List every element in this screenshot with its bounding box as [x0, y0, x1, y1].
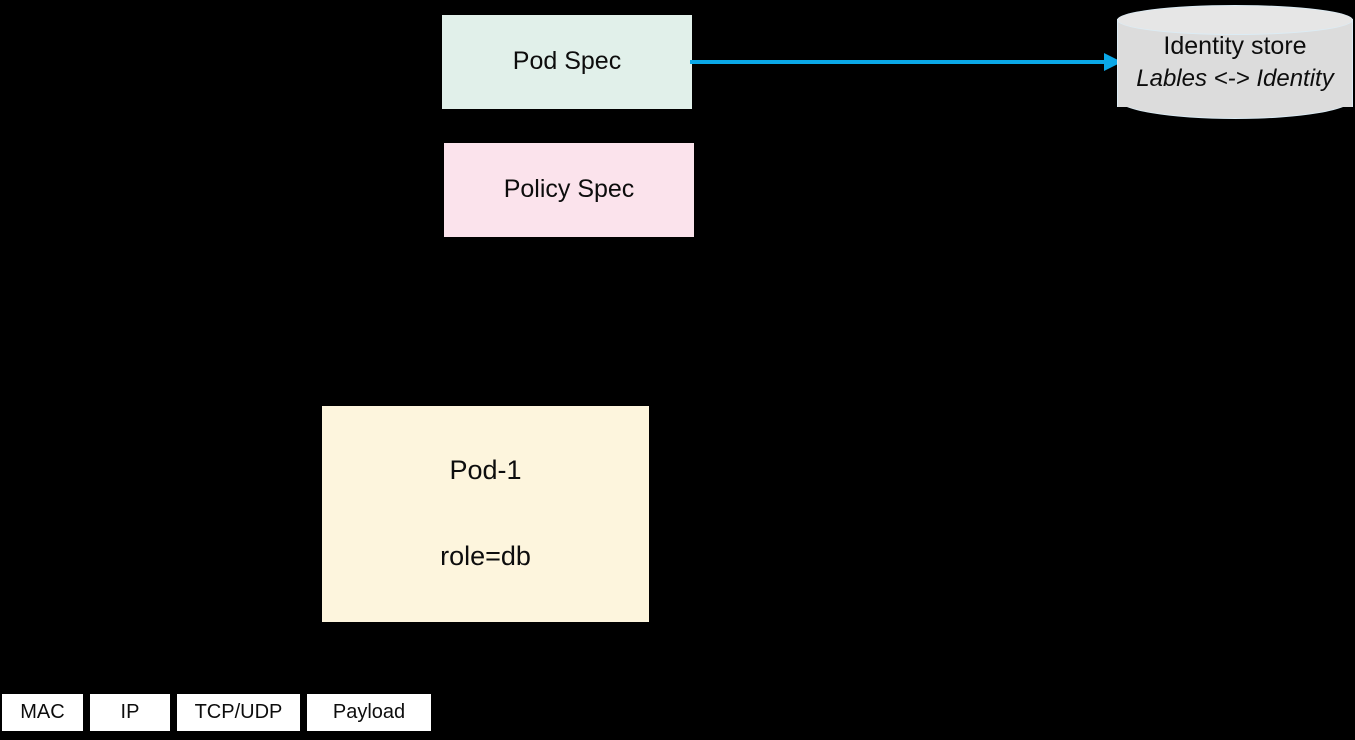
- node-pod-1-title: Pod-1: [449, 455, 522, 486]
- node-pod-spec[interactable]: Pod Spec: [442, 15, 692, 109]
- node-pod-1[interactable]: Pod-1 role=db: [322, 406, 649, 622]
- node-identity-store[interactable]: Identity store Lables <-> Identity: [1117, 5, 1353, 121]
- packet-cell-tcp-udp[interactable]: TCP/UDP: [175, 692, 302, 733]
- arrow-pod-spec-to-identity-store: [690, 48, 1122, 76]
- cylinder-top-ellipse: [1117, 5, 1353, 35]
- packet-cell-payload[interactable]: Payload: [305, 692, 433, 733]
- packet-structure-bar: MAC IP TCP/UDP Payload: [0, 692, 433, 733]
- node-identity-store-title: Identity store: [1163, 32, 1307, 60]
- node-policy-spec-label: Policy Spec: [503, 175, 635, 204]
- node-identity-store-text: Identity store Lables <-> Identity: [1117, 31, 1353, 94]
- packet-cell-mac[interactable]: MAC: [0, 692, 85, 733]
- node-pod-spec-label: Pod Spec: [512, 47, 622, 76]
- node-identity-store-subtitle: Lables <-> Identity: [1136, 65, 1334, 93]
- node-pod-1-labels: role=db: [440, 541, 531, 571]
- node-policy-spec[interactable]: Policy Spec: [444, 143, 694, 237]
- packet-cell-ip[interactable]: IP: [88, 692, 172, 733]
